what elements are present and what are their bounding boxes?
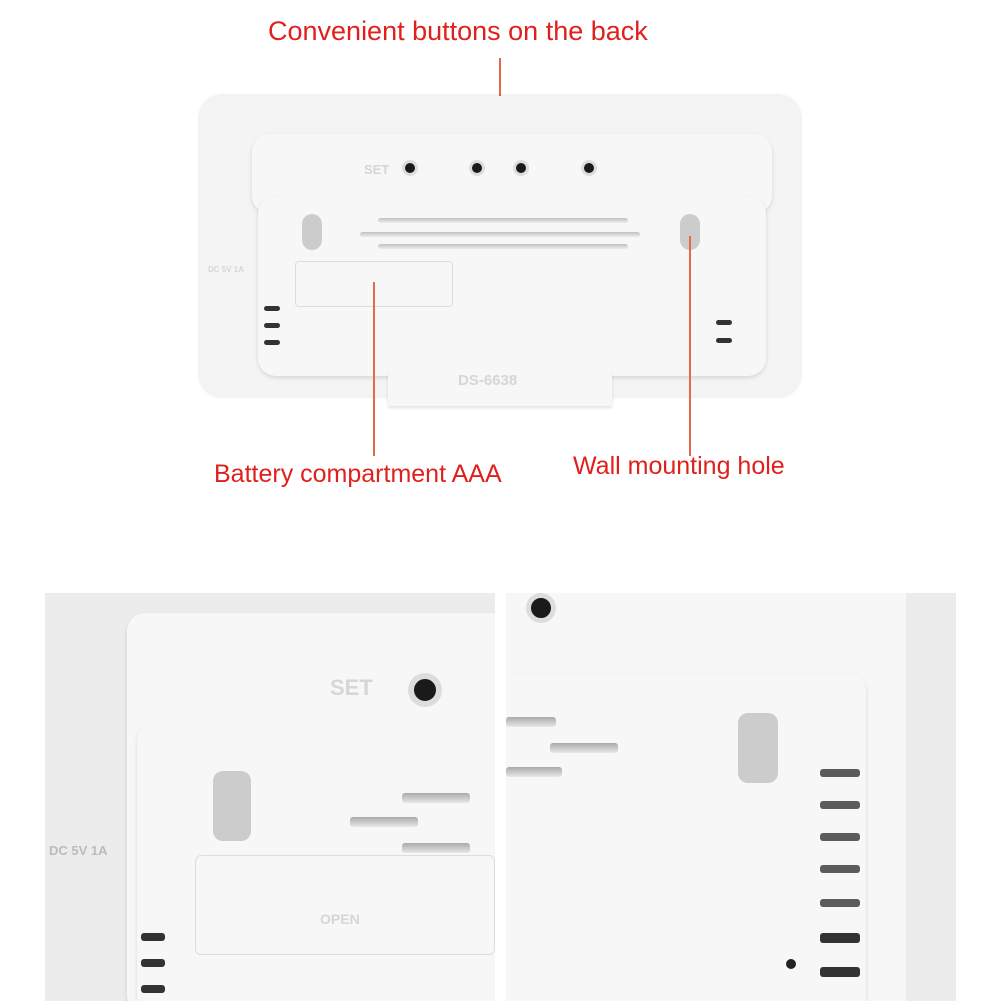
model-label: DS-6638 [458,372,518,389]
button-detail [526,593,556,623]
up-button[interactable] [469,160,485,176]
vent [264,306,280,311]
caption-buttons: Convenient buttons on the back [268,16,648,46]
battery-cover-detail [195,855,495,955]
set-label-detail: SET [330,675,373,700]
speaker-slots [378,218,628,223]
wall-mount-hole-detail [738,713,778,783]
alarm-button[interactable] [581,160,597,176]
vent [264,340,280,345]
reset-hole [786,959,796,969]
open-label: OPEN [320,911,360,927]
caption-battery: Battery compartment AAA [214,460,502,488]
detail-photo-left: SET OPEN DC 5V 1A [45,593,495,1001]
set-label: SET [364,162,390,177]
caption-wall: Wall mounting hole [573,452,785,480]
stand [388,372,612,406]
down-button[interactable] [513,160,529,176]
set-button[interactable] [402,160,418,176]
leader-line-wall [689,236,691,456]
power-label-detail: DC 5V 1A [49,843,108,858]
vent [716,320,732,325]
wall-mount-hole-left [302,214,322,250]
set-button-detail [408,673,442,707]
vent [264,323,280,328]
leader-line-battery [373,282,375,456]
speaker-slots [378,244,628,249]
detail-photo-right [506,593,956,1001]
wall-mount-hole-right [680,214,700,250]
wall-mount-hole-detail [213,771,251,841]
power-label: DC 5V 1A [208,265,245,274]
speaker-slots [360,232,640,237]
vent [716,338,732,343]
